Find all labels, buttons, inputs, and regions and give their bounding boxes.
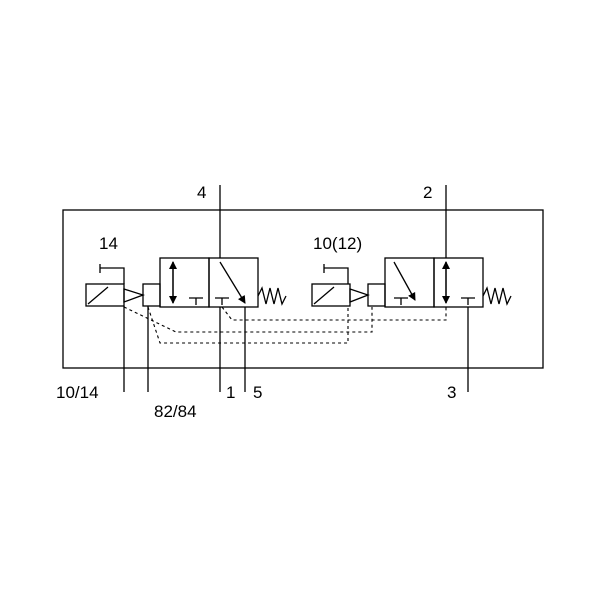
- spring-icon: [257, 286, 287, 306]
- pilot-triangle-icon: [123, 288, 146, 303]
- spring-icon: [482, 286, 512, 306]
- pilot-triangle-icon: [349, 288, 370, 303]
- port-2-label: 2: [423, 183, 432, 202]
- valve-position-b: [208, 257, 259, 308]
- valve-position-b: [433, 257, 484, 308]
- right-valve: [311, 257, 512, 308]
- valve-enclosure: [62, 209, 544, 369]
- valve-position-a: [384, 257, 435, 308]
- port-82-84-label: 82/84: [154, 402, 197, 421]
- pilot-10-12-label: 10(12): [313, 234, 362, 253]
- pilot-line: [147, 306, 349, 344]
- left-valve: [85, 257, 287, 308]
- port-3-label: 3: [447, 383, 456, 402]
- pilot-line: [221, 306, 447, 321]
- valve-position-a: [159, 257, 210, 308]
- port-1-label: 1: [226, 383, 235, 402]
- pilot-14-label: 14: [99, 234, 118, 253]
- port-10-14-label: 10/14: [56, 383, 99, 402]
- solenoid-icon: [85, 283, 125, 307]
- solenoid-icon: [311, 283, 351, 307]
- port-5-label: 5: [253, 383, 262, 402]
- port-4-label: 4: [197, 183, 206, 202]
- manual-override-icon: [99, 264, 125, 284]
- manual-override-icon: [323, 264, 349, 284]
